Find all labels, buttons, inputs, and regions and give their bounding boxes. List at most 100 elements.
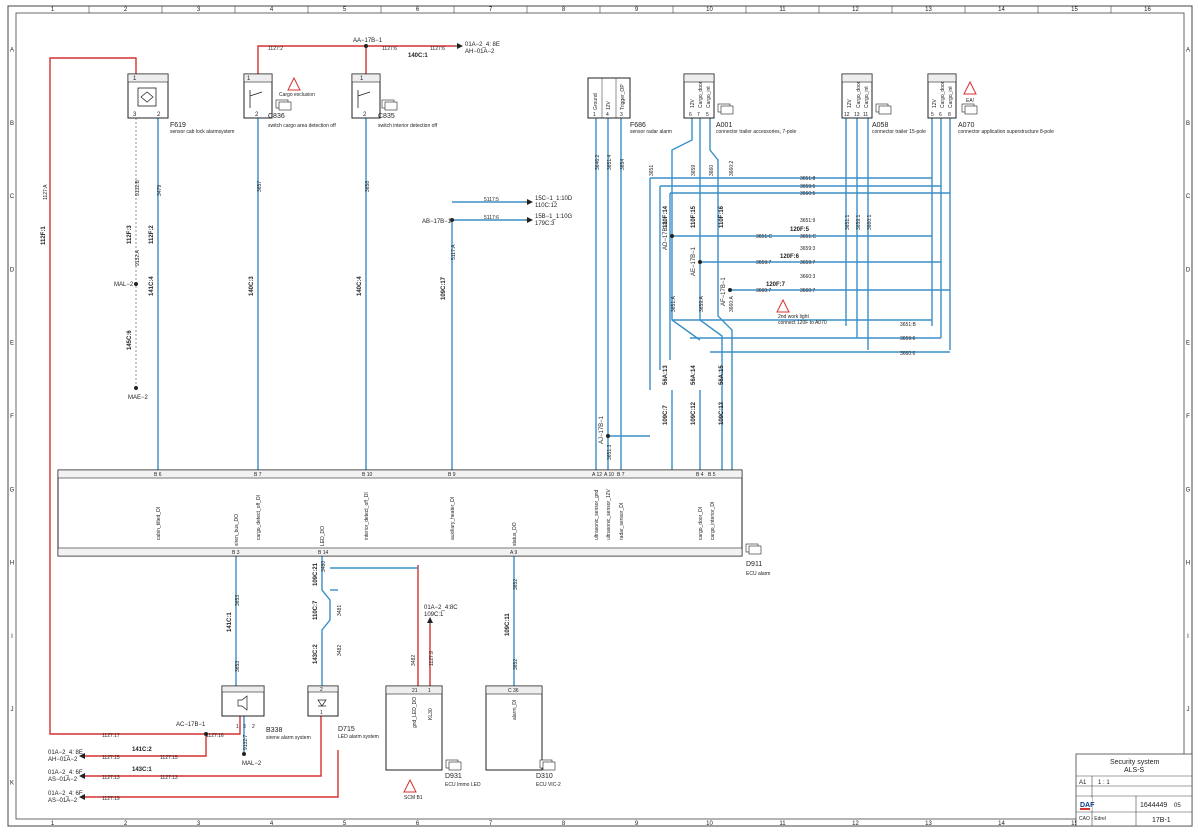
node-labels: AA−17B−1 AB−17B−1 AC−17B−1 AD−17B−1 AE−1… (114, 38, 727, 767)
siren-b338[interactable]: 1 3 2 B338 sirene alarm system (221, 685, 311, 741)
ecu-pin-number: A 10 (604, 472, 614, 478)
f686-desc: sensor radar alarm (630, 129, 672, 135)
d931-desc: ECU Immo LED (445, 782, 481, 788)
ecu-pin-signal: interior_detect_off_DI (364, 492, 370, 540)
svg-text:connect 120F to A070: connect 120F to A070 (778, 320, 827, 326)
grid-col-label: 12 (852, 821, 859, 827)
svg-text:3659:6: 3659:6 (900, 336, 916, 342)
c835-label: C835 (378, 113, 395, 120)
switch-c836[interactable]: 1 2 C836 switch cargo area detection off… (243, 73, 336, 129)
svg-text:3660: 3660 (709, 165, 715, 176)
sensor-f686[interactable]: Ground 12V Trigger_OP 1 4 3 F686 sensor … (587, 77, 672, 135)
svg-text:Cargo_door: Cargo_door (856, 81, 862, 108)
svg-text:MAL−2: MAL−2 (114, 282, 134, 288)
svg-text:1127:15: 1127:15 (102, 755, 120, 761)
svg-text:3659:3: 3659:3 (800, 246, 816, 252)
sensor-f619[interactable]: 1 3 2 F619 sensor cab lock alarmsystem (127, 73, 234, 135)
worklight-note: 2nd work light connect 120F to A070 (776, 298, 827, 326)
svg-text:C 36: C 36 (508, 688, 519, 694)
svg-text:1644449: 1644449 (1140, 802, 1167, 809)
svg-text:Cargo_int: Cargo_int (948, 86, 954, 108)
svg-text:120F:5: 120F:5 (790, 227, 810, 233)
svg-text:3660:1: 3660:1 (867, 214, 873, 230)
grid-row-label: I (11, 634, 13, 640)
svg-text:12: 12 (844, 112, 850, 118)
grid-row-label: H (10, 561, 14, 567)
grid-row-label: K (10, 780, 14, 786)
grid-col-label: 2 (124, 821, 128, 827)
grid-row-label: F (10, 414, 14, 420)
svg-text:3659:5: 3659:5 (800, 184, 816, 190)
svg-text:3651:C: 3651:C (800, 234, 817, 240)
svg-text:MAL−2: MAL−2 (242, 761, 262, 767)
svg-text:3652: 3652 (513, 579, 519, 590)
ecu-pin-number: B 3 (232, 550, 240, 556)
connector-a070[interactable]: 12V Cargo_door Cargo_int 5 6 8 A070 conn… (927, 73, 1054, 135)
svg-text:1: 1 (593, 112, 596, 118)
svg-text:1: 1 (133, 76, 137, 82)
ecu-pin-signal: status_DO (512, 522, 518, 546)
grid-col-label: 15 (1071, 7, 1078, 13)
svg-text:109C:1: 109C:1 (424, 612, 444, 618)
a070-desc: connector application superstructure 8-p… (958, 129, 1054, 135)
ecu-pin-signal: radar_sensor_DI (619, 503, 625, 540)
svg-text:3: 3 (133, 112, 137, 118)
grid-col-label: 10 (706, 821, 713, 827)
junction-dots (134, 44, 732, 756)
c836-desc: switch cargo area detection off (268, 123, 336, 129)
led-d715[interactable]: 2 1 D715 LED alarm system (307, 685, 379, 740)
svg-text:AS−01A−2: AS−01A−2 (48, 777, 78, 783)
grid-col-label: 3 (197, 7, 201, 13)
svg-text:3659:A: 3659:A (699, 295, 705, 312)
grid-row-label: J (1187, 707, 1190, 713)
grid-row-label: E (10, 341, 14, 347)
ecu-d911[interactable]: D911 ECU alarm (57, 469, 770, 577)
svg-text:3660:7: 3660:7 (800, 288, 816, 294)
ecu-d931[interactable]: 21 1 gnd_LED_DO KL30 D931 ECU Immo LED S… (385, 685, 481, 801)
svg-text:110F:15: 110F:15 (691, 205, 697, 228)
warning-icon (403, 778, 417, 793)
svg-text:2: 2 (363, 112, 367, 118)
ecu-pin-number: A 9 (510, 550, 517, 556)
svg-text:3660:7: 3660:7 (756, 288, 772, 294)
svg-text:15B−1_1:10G: 15B−1_1:10G (535, 214, 573, 220)
grid-col-label: 14 (998, 7, 1005, 13)
connector-a001[interactable]: 12V Cargo_door Cargo_int 6 7 5 A001 conn… (683, 73, 797, 135)
switch-c835[interactable]: 1 2 C835 switch interior detection off (351, 73, 438, 129)
svg-text:3654: 3654 (620, 159, 626, 170)
grid-row-label: C (1186, 194, 1191, 200)
a058-desc: connector trailer 15-pole (872, 129, 926, 135)
svg-text:110F:14: 110F:14 (663, 205, 669, 228)
grid-col-label: 1 (51, 821, 55, 827)
svg-text:109C:21: 109C:21 (313, 562, 319, 586)
ecu-d310[interactable]: C 36 alarm_DI D310 ECU VIC-2 (485, 685, 561, 788)
warning-icon (287, 76, 301, 91)
svg-text:3651:4: 3651:4 (607, 154, 613, 170)
svg-text:8: 8 (948, 112, 951, 118)
svg-text:3481: 3481 (337, 605, 343, 616)
ecu-pin-number: B 7 (617, 472, 625, 478)
svg-text:3659:7: 3659:7 (800, 260, 816, 266)
svg-text:56A:14: 56A:14 (691, 365, 697, 385)
svg-text:2: 2 (320, 687, 323, 693)
svg-text:140C:1: 140C:1 (408, 53, 428, 59)
svg-text:Cargo_door: Cargo_door (940, 81, 946, 108)
d310-desc: ECU VIC-2 (536, 782, 561, 788)
grid-col-label: 4 (270, 7, 274, 13)
svg-text:3651: 3651 (649, 165, 655, 176)
svg-text:3659:1: 3659:1 (856, 214, 862, 230)
svg-text:1127:2: 1127:2 (268, 46, 283, 52)
grid-col-label: 14 (998, 821, 1005, 827)
ecu-pin-number: B 9 (448, 472, 456, 478)
svg-text:3651:C: 3651:C (756, 234, 773, 240)
a001-desc: connector trailer accessories, 7-pole (716, 129, 797, 135)
svg-text:A1: A1 (1079, 780, 1087, 786)
svg-text:SCM B1: SCM B1 (404, 795, 423, 801)
daf-logo: DAF (1080, 802, 1095, 809)
svg-text:9132:7: 9132:7 (243, 734, 249, 750)
svg-text:3657: 3657 (257, 181, 263, 192)
connector-a058[interactable]: 12V Cargo_door Cargo_int 12 13 11 A058 c… (841, 73, 926, 135)
ecu-pin-signal: auxiliary_heater_DI (450, 497, 456, 540)
